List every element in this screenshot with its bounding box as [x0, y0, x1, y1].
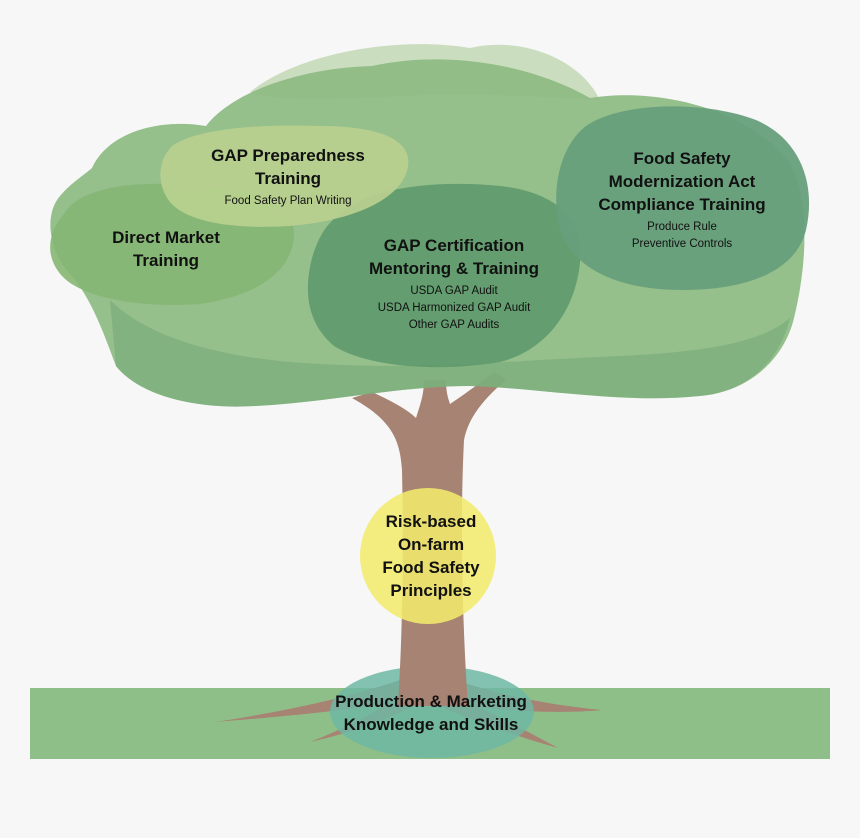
gap-certification-title: GAP Certification Mentoring & Training	[369, 236, 539, 278]
fsma-label: Food Safety Modernization Act Compliance…	[566, 147, 798, 253]
root-pool	[330, 666, 534, 758]
fsma-title: Food Safety Modernization Act Compliance…	[598, 149, 766, 214]
gap-certification-details: USDA GAP Audit USDA Harmonized GAP Audit…	[377, 285, 531, 331]
fsma-details: Produce Rule Preventive Controls	[631, 221, 733, 250]
gap-certification-label: GAP Certification Mentoring & Training U…	[330, 234, 578, 334]
core-circle	[360, 488, 496, 624]
gap-preparedness-title: GAP Preparedness Training	[211, 146, 365, 188]
canopy	[50, 44, 810, 407]
canopy-shadow	[110, 300, 790, 407]
direct-market-label: Direct Market Training	[76, 226, 256, 272]
roots-title: Production & Marketing Knowledge and Ski…	[335, 692, 527, 734]
core-title: Risk-based On-farm Food Safety Principle…	[382, 512, 480, 600]
fsma-blob	[556, 106, 810, 290]
gap-preparedness-blob	[160, 125, 409, 227]
roots-label: Production & Marketing Knowledge and Ski…	[300, 690, 562, 736]
gap-certification-blob	[307, 183, 581, 368]
gap-preparedness-details: Food Safety Plan Writing	[224, 195, 352, 207]
core-label: Risk-based On-farm Food Safety Principle…	[358, 510, 504, 602]
gap-preparedness-label: GAP Preparedness Training Food Safety Pl…	[168, 144, 408, 210]
direct-market-title: Direct Market Training	[112, 228, 220, 270]
